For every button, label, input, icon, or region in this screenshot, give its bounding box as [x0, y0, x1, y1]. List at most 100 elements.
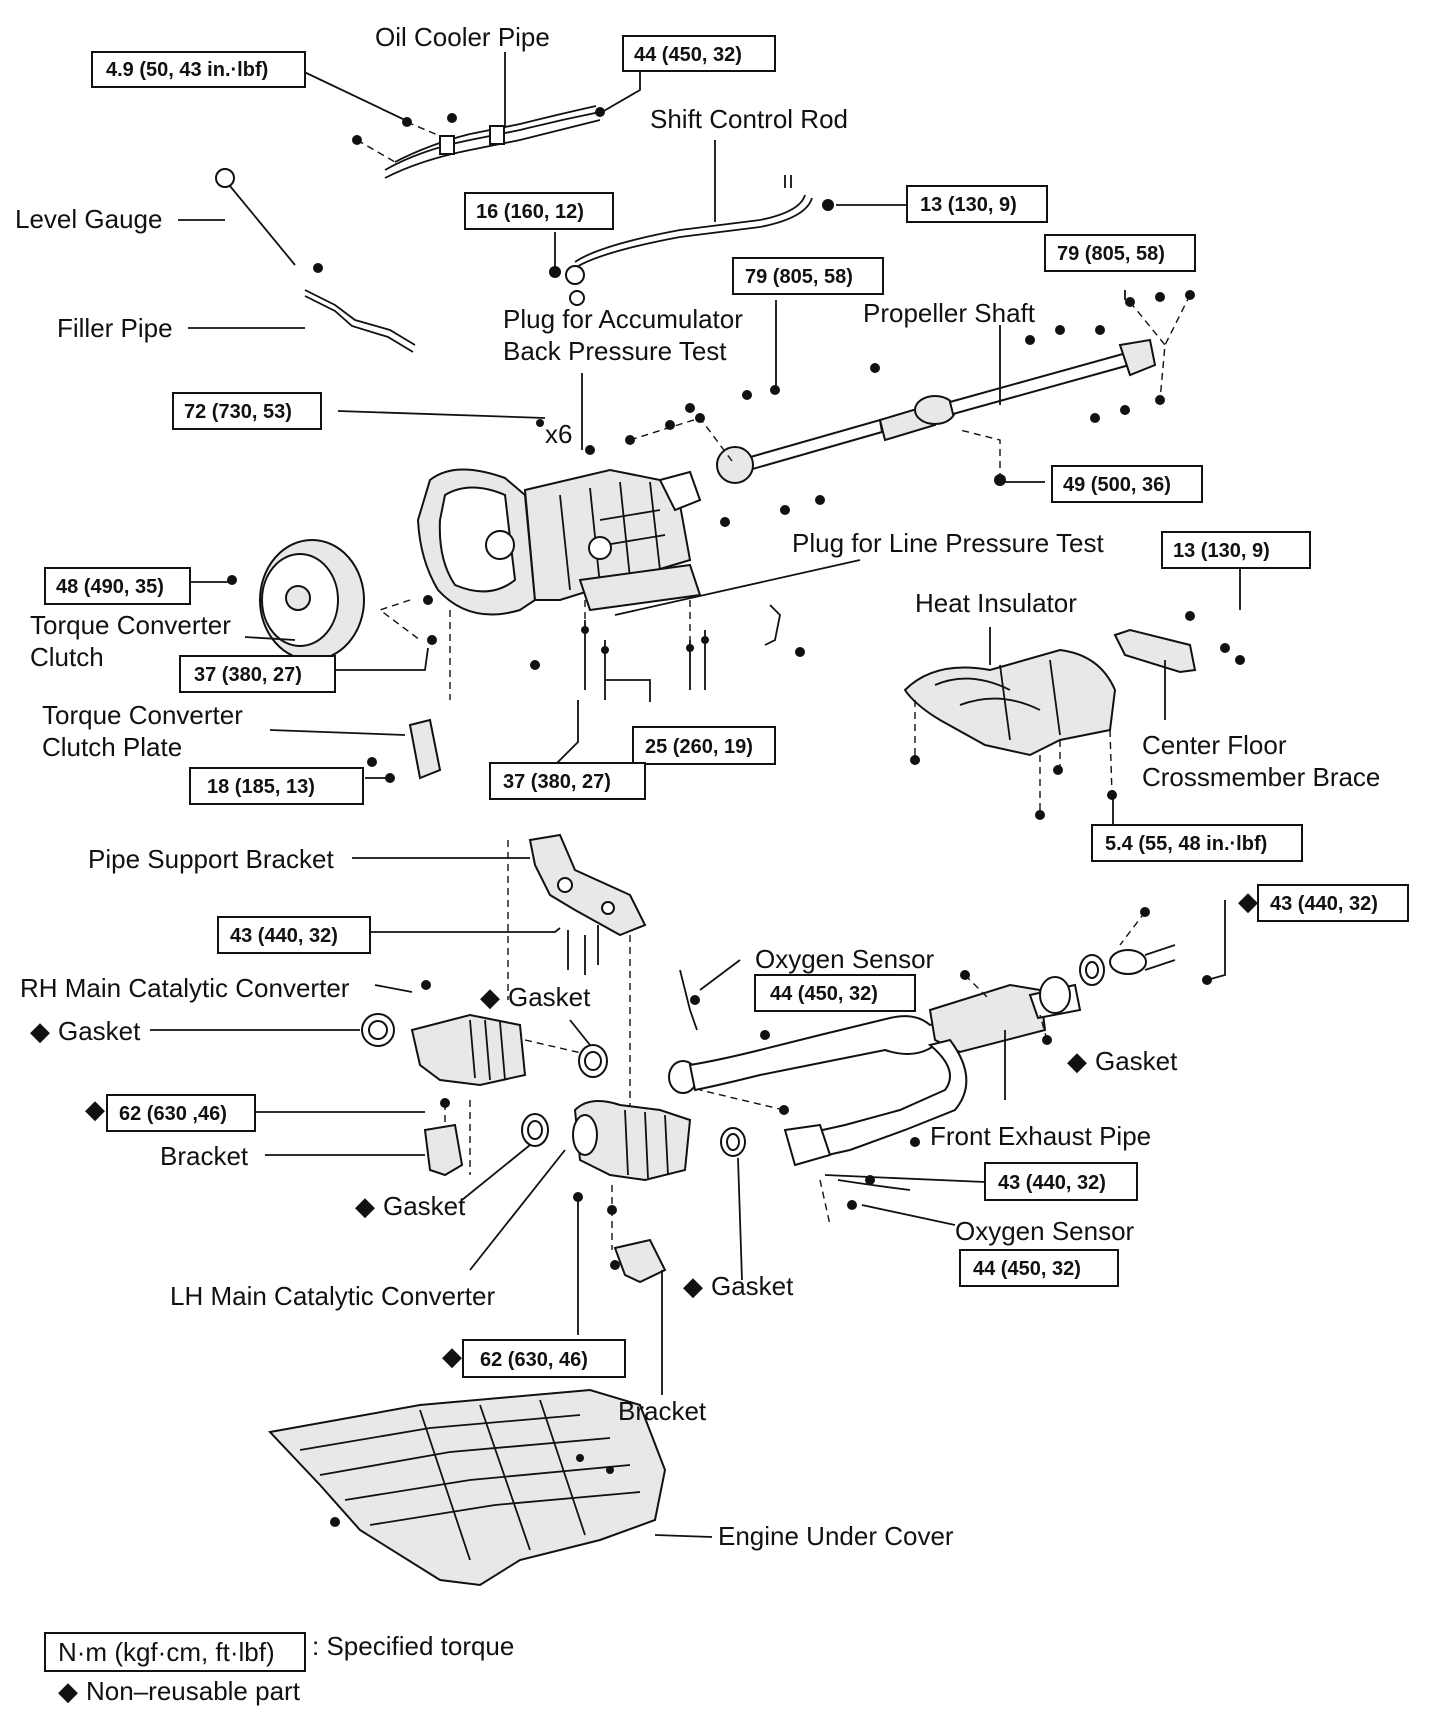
- label-x6: x6: [545, 419, 572, 449]
- svg-text:72 (730, 53): 72 (730, 53): [184, 401, 292, 423]
- svg-text:37 (380, 27): 37 (380, 27): [194, 664, 302, 686]
- label-pipe-support-bracket: Pipe Support Bracket: [88, 844, 334, 874]
- crossmember-brace-drawing: [1113, 611, 1245, 674]
- label-gasket-right: ◆Gasket: [1067, 1046, 1178, 1076]
- leader-lines: [150, 52, 1241, 1538]
- torque-box-25: 25 (260, 19): [632, 726, 776, 765]
- svg-text:18 (185, 13): 18 (185, 13): [207, 776, 315, 798]
- label-tcc-plate-line2: Clutch Plate: [42, 732, 182, 762]
- front-exhaust-pipe-drawing: [668, 907, 1212, 1226]
- tcc-plate-drawing: [367, 610, 451, 783]
- propeller-shaft-drawing: [625, 290, 1195, 527]
- torque-box-37-mid: 37 (380, 27): [489, 762, 646, 800]
- label-oil-cooler-pipe: Oil Cooler Pipe: [375, 22, 550, 52]
- lh-catalytic-converter-drawing: [572, 1100, 692, 1250]
- label-rh-main-cat: RH Main Catalytic Converter: [20, 973, 350, 1003]
- legend-unit-desc: : Specified torque: [312, 1631, 514, 1661]
- svg-text:44 (450, 32): 44 (450, 32): [634, 44, 742, 66]
- torque-box-37-left: 37 (380, 27): [179, 655, 336, 693]
- svg-text:49 (500, 36): 49 (500, 36): [1063, 474, 1171, 496]
- mounting-bolts-drawing: [530, 600, 805, 700]
- torque-box-62-left: ◆ 62 (630 ,46): [85, 1094, 256, 1132]
- label-filler-pipe: Filler Pipe: [57, 313, 173, 343]
- level-gauge-drawing: [215, 168, 296, 266]
- legend: N·m (kgf·cm, ft·lbf) : Specified torque …: [44, 1631, 514, 1706]
- torque-box-43-lower: 43 (440, 32): [984, 1162, 1138, 1201]
- svg-text:37 (380, 27): 37 (380, 27): [503, 771, 611, 793]
- legend-nonreusable-desc: Non–reusable part: [86, 1676, 301, 1706]
- svg-text:79 (805, 58): 79 (805, 58): [745, 266, 853, 288]
- legend-marker: ◆: [58, 1676, 78, 1706]
- label-plug-accumulator-line1: Plug for Accumulator: [503, 304, 743, 334]
- label-propeller-shaft: Propeller Shaft: [863, 298, 1036, 328]
- oil-cooler-pipe-drawing: [352, 105, 605, 179]
- svg-text:5.4 (55, 48 in.·lbf): 5.4 (55, 48 in.·lbf): [1105, 833, 1267, 855]
- label-front-exhaust-pipe: Front Exhaust Pipe: [930, 1121, 1151, 1151]
- svg-text:43 (440, 32): 43 (440, 32): [998, 1172, 1106, 1194]
- legend-unit-box: N·m (kgf·cm, ft·lbf): [58, 1637, 275, 1667]
- torque-box-13-top: 13 (130, 9): [906, 185, 1048, 223]
- torque-box-5-4: 5.4 (55, 48 in.·lbf): [1091, 824, 1303, 862]
- svg-text:25 (260, 19): 25 (260, 19): [645, 736, 753, 758]
- svg-text:13 (130, 9): 13 (130, 9): [920, 194, 1017, 216]
- transmission-drawing: [416, 419, 702, 616]
- svg-text:13 (130, 9): 13 (130, 9): [1173, 540, 1270, 562]
- label-oxygen-sensor-lower: Oxygen Sensor: [955, 1216, 1135, 1246]
- torque-box-44-oxy-upper: 44 (450, 32): [754, 974, 916, 1012]
- pipe-support-bracket-drawing: [507, 833, 647, 1150]
- torque-box-44-oxy-lower: 44 (450, 32): [959, 1249, 1119, 1287]
- svg-text:43 (440, 32): 43 (440, 32): [1270, 893, 1378, 915]
- torque-box-44-top: 44 (450, 32): [622, 35, 776, 72]
- svg-text:48 (490, 35): 48 (490, 35): [56, 576, 164, 598]
- svg-text:44 (450, 32): 44 (450, 32): [973, 1258, 1081, 1280]
- svg-text:◆: ◆: [442, 1341, 462, 1371]
- torque-box-43-bracket: 43 (440, 32): [217, 916, 371, 954]
- svg-text:62 (630, 46): 62 (630, 46): [480, 1349, 588, 1371]
- label-center-floor-line1: Center Floor: [1142, 730, 1287, 760]
- torque-specs: 4.9 (50, 43 in.·lbf) 44 (450, 32) 16 (16…: [44, 35, 1409, 1378]
- svg-text:16 (160, 12): 16 (160, 12): [476, 201, 584, 223]
- torque-box-62-bottom: ◆ 62 (630, 46): [442, 1339, 626, 1378]
- svg-text:◆: ◆: [1238, 886, 1258, 916]
- svg-text:4.9 (50, 43 in.·lbf): 4.9 (50, 43 in.·lbf): [106, 59, 268, 81]
- svg-text:62 (630 ,46): 62 (630 ,46): [119, 1103, 227, 1125]
- label-gasket-upper: ◆Gasket: [480, 982, 591, 1012]
- bracket-left-drawing: [423, 1100, 471, 1177]
- svg-text:79 (805, 58): 79 (805, 58): [1057, 243, 1165, 265]
- torque-box-49: 49 (500, 36): [1051, 465, 1203, 503]
- torque-box-13-right: 13 (130, 9): [1161, 531, 1311, 569]
- shift-control-rod-drawing: [549, 175, 834, 306]
- label-torque-converter-line1: Torque Converter: [30, 610, 231, 640]
- svg-text:43 (440, 32): 43 (440, 32): [230, 925, 338, 947]
- label-torque-converter-line2: Clutch: [30, 642, 104, 672]
- label-gasket-mid: ◆Gasket: [355, 1191, 466, 1221]
- label-tcc-plate-line1: Torque Converter: [42, 700, 243, 730]
- label-bracket-left: Bracket: [160, 1141, 249, 1171]
- label-bracket-bottom: Bracket: [618, 1396, 707, 1426]
- torque-box-4-9: 4.9 (50, 43 in.·lbf): [91, 51, 306, 88]
- torque-box-16: 16 (160, 12): [464, 192, 614, 230]
- torque-box-18: 18 (185, 13): [189, 767, 364, 805]
- label-lh-main-cat: LH Main Catalytic Converter: [170, 1281, 495, 1311]
- label-center-floor-line2: Crossmember Brace: [1142, 762, 1380, 792]
- bracket-bottom-drawing: [610, 1238, 667, 1284]
- label-level-gauge: Level Gauge: [15, 204, 162, 234]
- label-gasket-left: ◆Gasket: [30, 1016, 141, 1046]
- label-heat-insulator: Heat Insulator: [915, 588, 1077, 618]
- torque-box-48: 48 (490, 35): [44, 567, 191, 605]
- label-engine-under-cover: Engine Under Cover: [718, 1521, 954, 1551]
- svg-text:44 (450, 32): 44 (450, 32): [770, 983, 878, 1005]
- torque-box-79-b: 79 (805, 58): [1044, 234, 1196, 272]
- engine-under-cover-drawing: [268, 1388, 667, 1587]
- label-plug-line-pressure: Plug for Line Pressure Test: [792, 528, 1104, 558]
- torque-converter-drawing: [227, 539, 437, 661]
- filler-pipe-drawing: [304, 263, 416, 353]
- label-plug-accumulator-line2: Back Pressure Test: [503, 336, 727, 366]
- torque-box-43-right: ◆ 43 (440, 32): [1238, 884, 1409, 922]
- gasket-drawings: [521, 954, 1105, 1157]
- label-shift-control-rod: Shift Control Rod: [650, 104, 848, 134]
- svg-text:◆: ◆: [85, 1094, 105, 1124]
- label-oxygen-sensor-upper: Oxygen Sensor: [755, 944, 935, 974]
- heat-insulator-drawing: [903, 648, 1117, 820]
